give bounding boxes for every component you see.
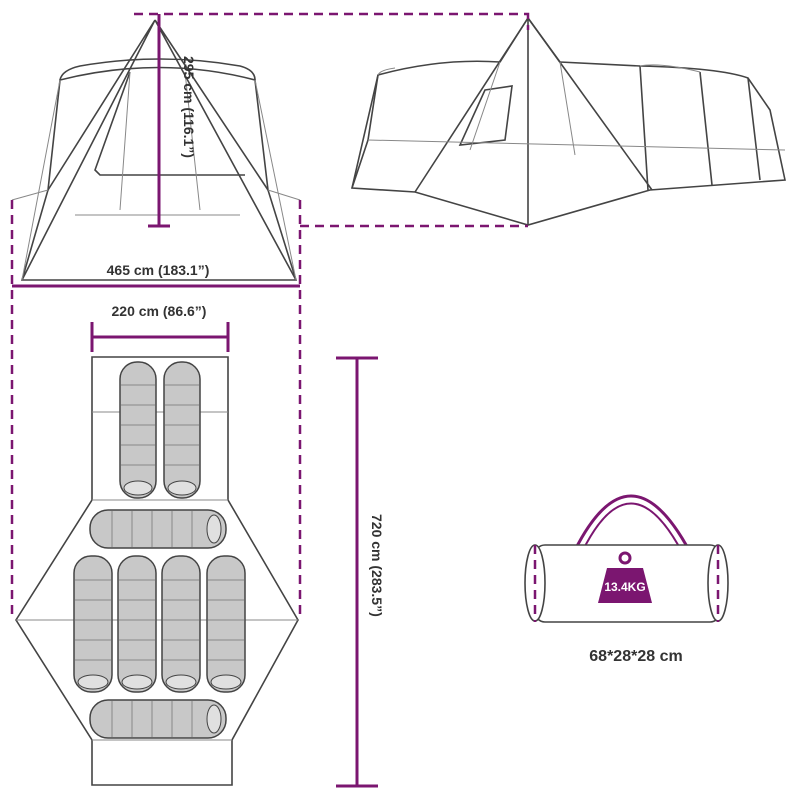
tent-floor-plan <box>15 356 299 786</box>
sleeping-bags <box>73 361 246 739</box>
sleeping-bag-vertical-3 <box>73 555 113 693</box>
sleeping-bag-vertical-4 <box>117 555 157 693</box>
length-dimension-line <box>336 356 378 788</box>
sleeping-bag-horizontal-2 <box>89 699 227 739</box>
sleeping-bag-vertical-1 <box>119 361 157 499</box>
sleeping-bag-horizontal-1 <box>89 509 227 549</box>
weight-label: 13.4KG <box>604 580 645 594</box>
sleeping-bag-vertical-2 <box>163 361 201 499</box>
bag-size-label: 68*28*28 cm <box>589 648 682 665</box>
sleeping-bag-vertical-6 <box>206 555 246 693</box>
carry-bag <box>524 494 729 623</box>
weight-icon <box>598 551 652 603</box>
inner-width-label: 220 cm (86.6”) <box>112 303 207 319</box>
dashed-guides <box>10 12 530 620</box>
front-width-label: 465 cm (183.1”) <box>107 262 210 278</box>
height-dimension-line <box>148 14 170 228</box>
tent-side-view <box>351 16 786 226</box>
tent-front-view <box>11 19 301 281</box>
length-label: 720 cm (283.5”) <box>369 514 385 617</box>
sleeping-bag-vertical-5 <box>161 555 201 693</box>
front-height-label: 295 cm (116.1”) <box>181 56 197 158</box>
inner-width-dimension-line <box>90 322 230 352</box>
